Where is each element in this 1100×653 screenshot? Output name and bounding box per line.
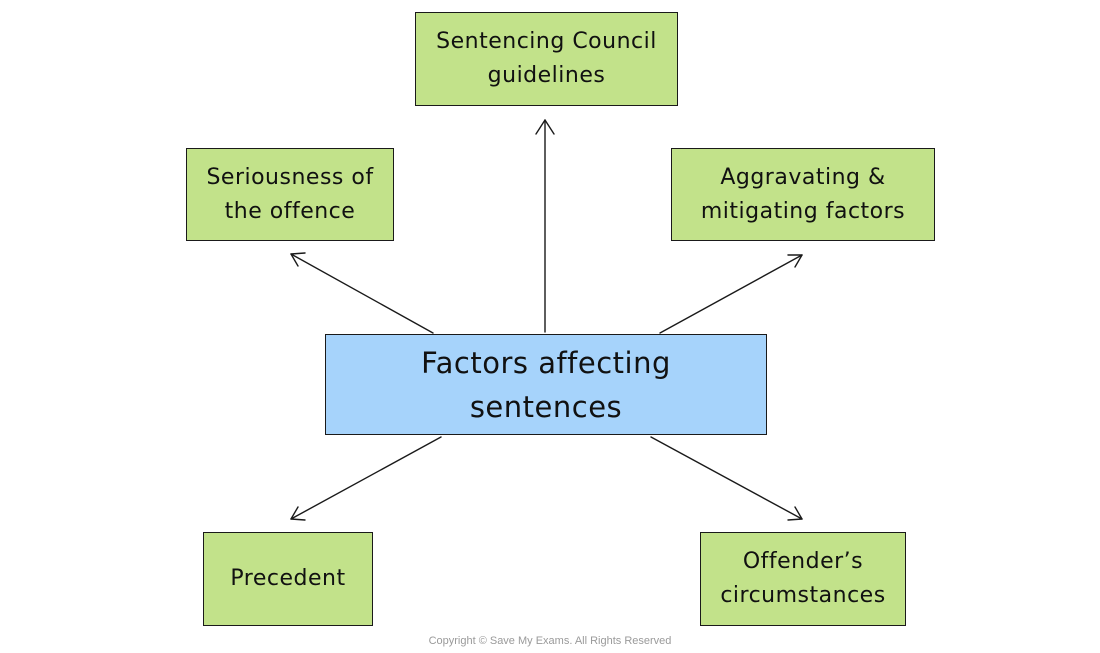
factor-label-line-1: Aggravating & [720,164,886,190]
factor-label-line-2: the offence [224,198,356,224]
copyright-notice: Copyright © Save My Exams. All Rights Re… [428,635,672,647]
factor-label-line-2: circumstances [720,583,886,608]
factor-label-line-1: Precedent [230,566,346,591]
central-topic-box: Factors affecting sentences [325,334,767,435]
factor-box-sentencing-council: Sentencing Council guidelines [415,12,678,106]
central-topic-line-2: sentences [469,389,623,424]
arrow-to-seriousness [290,252,434,334]
factor-label-line-1: Sentencing Council [436,29,657,54]
central-topic-line-1: Factors affecting [421,345,671,380]
factor-label-line-1: Seriousness of [206,164,374,190]
arrow-to-sentencing-council [535,119,555,333]
factor-label-line-2: mitigating factors [700,198,906,224]
arrow-to-aggravating-mitigating [659,254,803,334]
factor-box-aggravating-mitigating: Aggravating & mitigating factors [671,148,935,241]
factor-box-offender-circumstances: Offender’s circumstances [700,532,906,626]
factor-label-line-2: guidelines [487,63,606,88]
arrow-to-offender-circumstances [650,436,803,521]
factor-label-line-1: Offender’s [742,549,864,574]
factor-box-seriousness: Seriousness of the offence [186,148,394,241]
arrow-to-precedent [290,436,442,521]
factor-box-precedent: Precedent [203,532,373,626]
